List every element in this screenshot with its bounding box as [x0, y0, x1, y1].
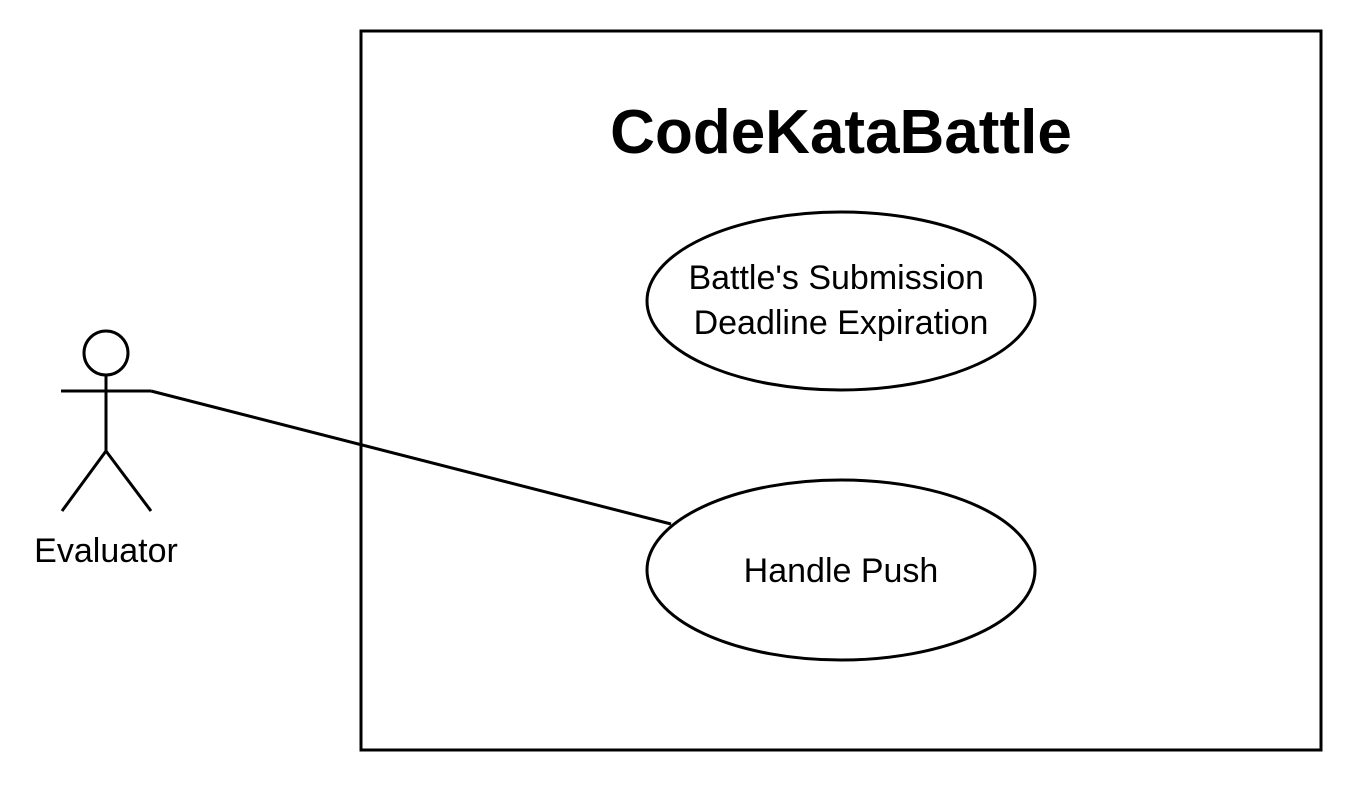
- actor-label: Evaluator: [34, 532, 178, 570]
- use-case-ellipse: [645, 478, 1037, 662]
- use-case-label: Handle Push: [744, 552, 939, 590]
- use-case-ellipse: [645, 210, 1037, 392]
- system-boundary: [359, 29, 1323, 752]
- stick-figure-icon: [60, 329, 153, 512]
- use-case-label: Battle's Submission Deadline Expiration: [688, 259, 993, 342]
- use-case-handle-push[interactable]: Handle Push: [645, 478, 1037, 662]
- association-evaluator-handle-push: [150, 389, 672, 526]
- use-case-deadline-expiration[interactable]: Battle's Submission Deadline Expiration: [645, 210, 1037, 392]
- system-title: CodeKataBattle: [610, 98, 1072, 167]
- actor-evaluator[interactable]: Evaluator: [34, 329, 178, 570]
- use-case-label-line-2: Deadline Expiration: [694, 304, 989, 342]
- use-case-label-line-1: Battle's Submission: [688, 259, 984, 297]
